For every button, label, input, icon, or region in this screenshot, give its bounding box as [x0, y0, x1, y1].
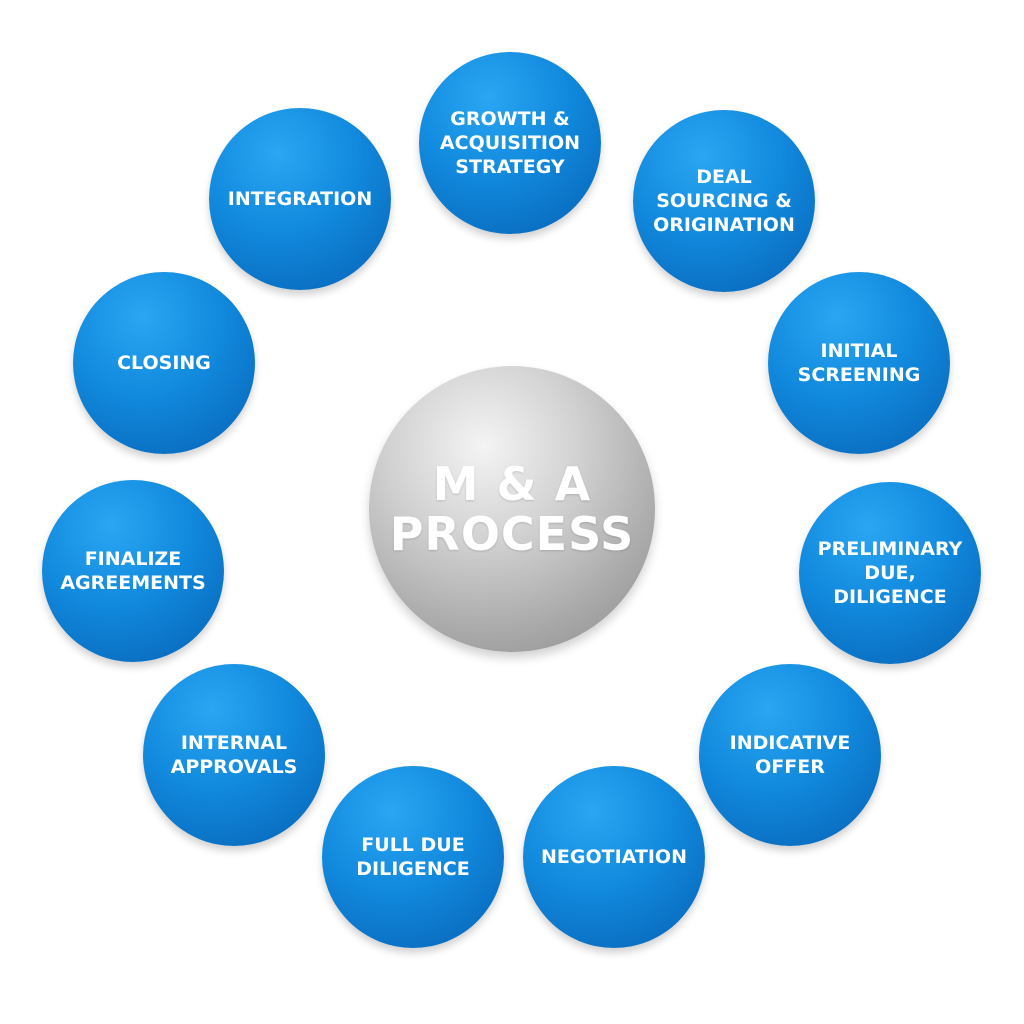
- step-node-indicative-offer: INDICATIVE OFFER: [699, 664, 881, 846]
- step-node-closing: CLOSING: [73, 272, 255, 454]
- step-label-line: DILIGENCE: [833, 586, 947, 608]
- center-title-line: PROCESS: [389, 507, 635, 561]
- step-label-line: SCREENING: [797, 364, 921, 386]
- step-label-line: STRATEGY: [455, 156, 565, 178]
- step-node-growth-acquisition-strategy: GROWTH & ACQUISITION STRATEGY: [419, 52, 601, 234]
- step-label-line: INTERNAL: [180, 732, 288, 754]
- step-label-line: FULL DUE: [361, 834, 465, 856]
- step-label-line: CLOSING: [117, 352, 211, 374]
- center-title-line: M & A: [432, 457, 592, 511]
- step-label-line: DEAL: [696, 166, 752, 188]
- step-node-preliminary-due-diligence: PRELIMINARY DUE, DILIGENCE: [799, 482, 981, 664]
- step-node-deal-sourcing-origination: DEAL SOURCING & ORIGINATION: [633, 110, 815, 292]
- step-label-line: APPROVALS: [170, 756, 298, 778]
- step-label-line: GROWTH &: [450, 108, 570, 130]
- step-label-line: ACQUISITION: [439, 132, 581, 154]
- step-label-line: NEGOTIATION: [541, 846, 687, 868]
- step-label-line: INITIAL: [820, 340, 898, 362]
- step-node-initial-screening: INITIAL SCREENING: [768, 272, 950, 454]
- step-label-line: OFFER: [755, 756, 825, 778]
- step-label-line: SOURCING &: [656, 190, 792, 212]
- step-label-line: INDICATIVE: [729, 732, 851, 754]
- step-node-finalize-agreements: FINALIZE AGREEMENTS: [42, 480, 224, 662]
- step-label-line: ORIGINATION: [653, 214, 795, 236]
- step-label-line: FINALIZE: [84, 548, 182, 570]
- step-label-line: DUE,: [864, 562, 916, 584]
- center-node: M & A PROCESS: [369, 366, 655, 652]
- step-node-negotiation: NEGOTIATION: [523, 766, 705, 948]
- step-node-full-due-diligence: FULL DUE DILIGENCE: [322, 766, 504, 948]
- step-node-internal-approvals: INTERNAL APPROVALS: [143, 664, 325, 846]
- step-label-line: AGREEMENTS: [60, 572, 206, 594]
- step-label-line: DILIGENCE: [356, 858, 470, 880]
- step-node-integration: INTEGRATION: [209, 108, 391, 290]
- step-label-line: PRELIMINARY: [817, 538, 963, 560]
- step-label-line: INTEGRATION: [227, 188, 373, 210]
